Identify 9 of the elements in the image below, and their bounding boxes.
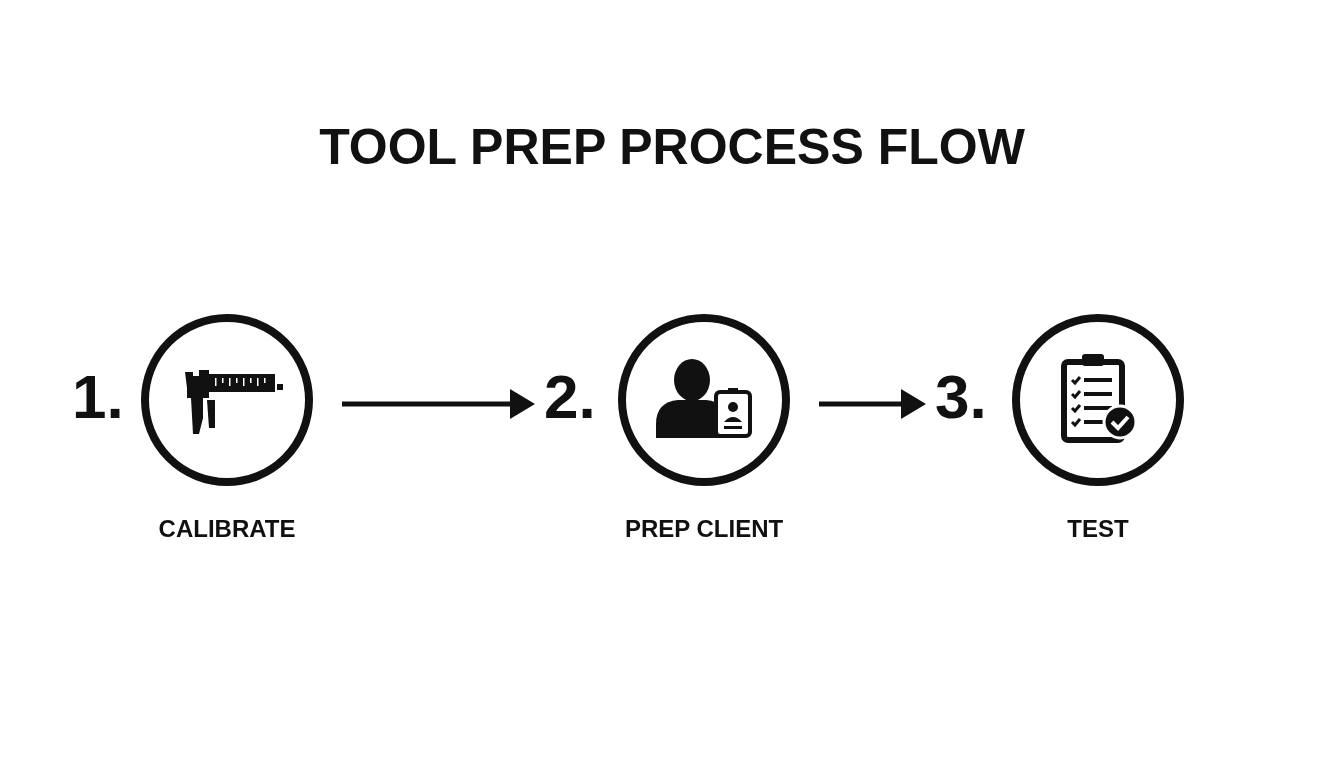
step-label: TEST [1067,515,1129,543]
arrow [819,389,926,419]
step-number: 1. [72,366,124,428]
step-number: 3. [935,366,987,428]
step-number: 2. [544,366,596,428]
diagram-title: TOOL PREP PROCESS FLOW [319,118,1025,176]
step-label: PREP CLIENT [624,515,784,543]
arrow [342,389,535,419]
step-label: CALIBRATE [158,515,296,543]
